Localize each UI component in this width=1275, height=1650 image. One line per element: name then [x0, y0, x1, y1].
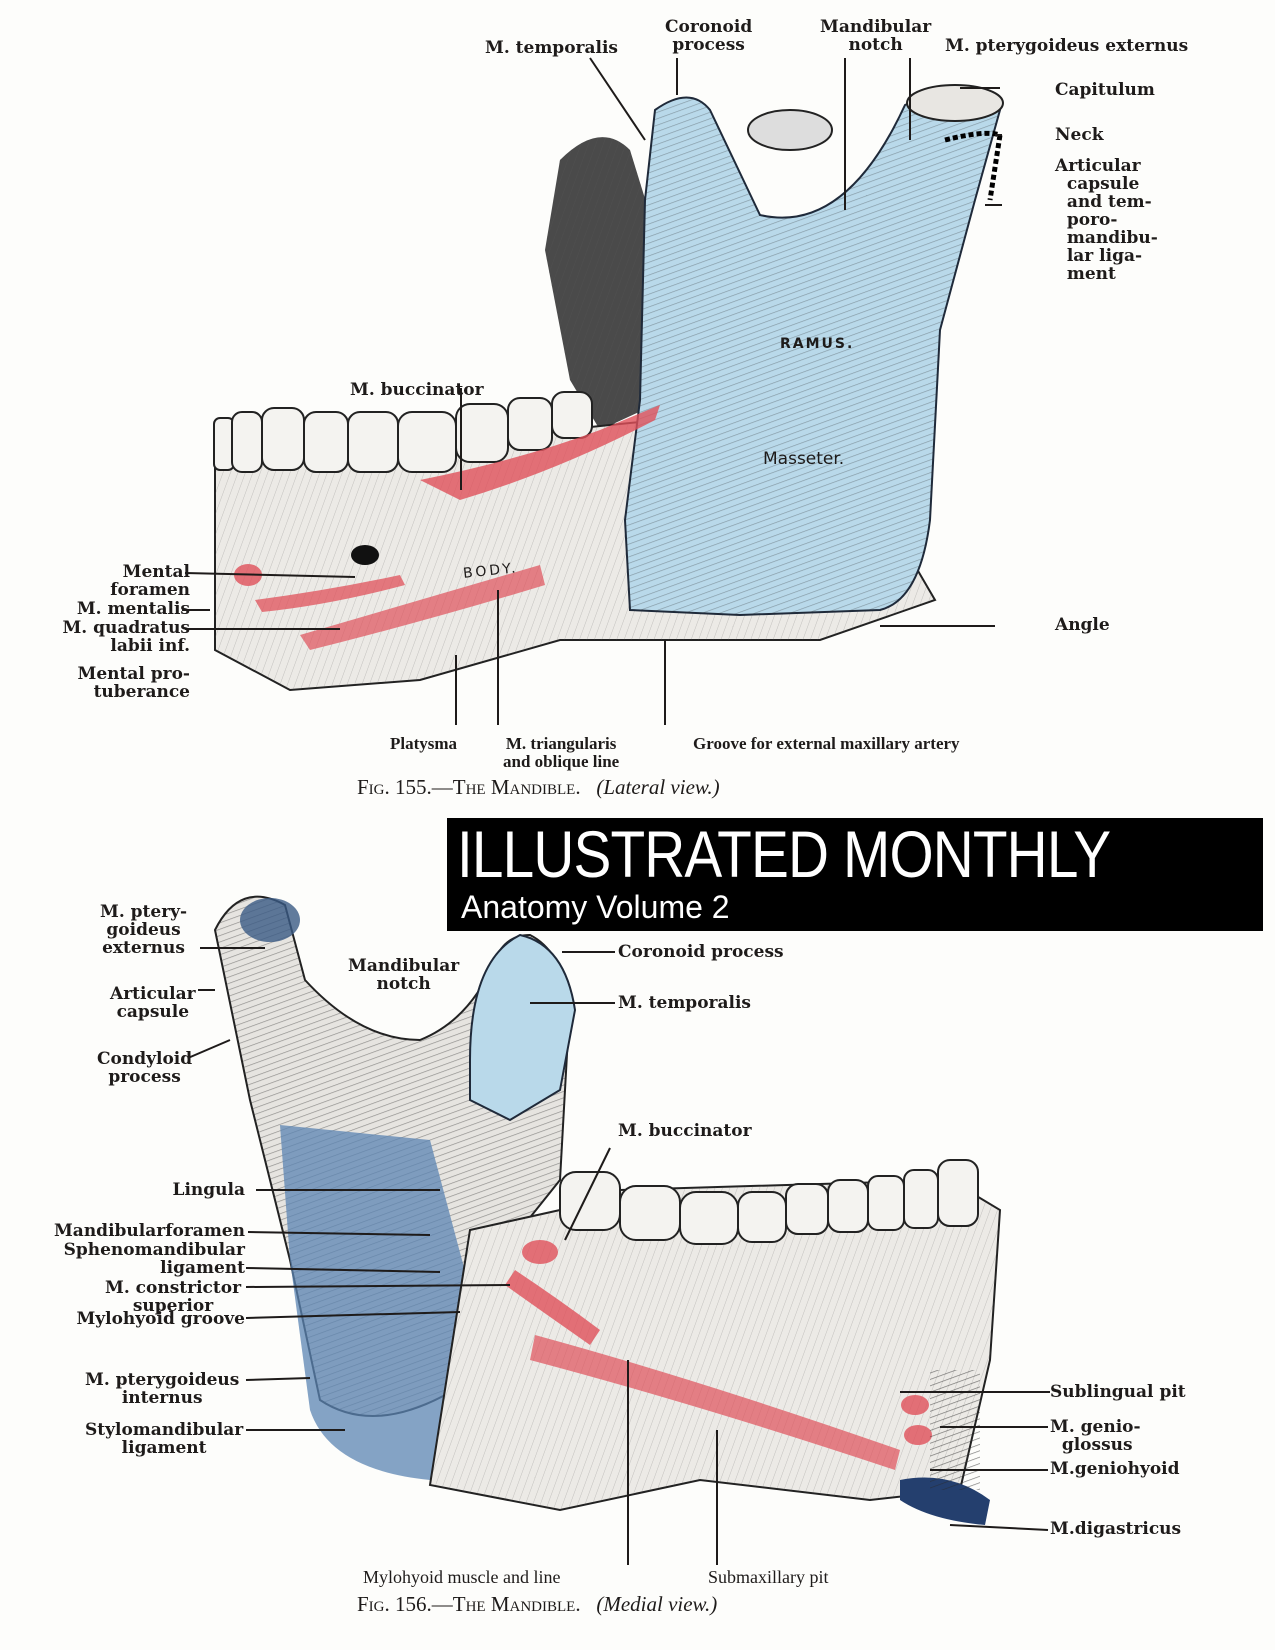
label-m-mentalis: M. mentalis — [76, 599, 190, 619]
fig155-caption-view: (Lateral view.) — [596, 775, 720, 799]
label-articular-capsule-medial: Articular capsule — [110, 984, 196, 1022]
label-m-buccinator-medial: M. buccinator — [618, 1121, 752, 1141]
label-m-buccinator: M. buccinator — [350, 380, 484, 400]
fig156-caption-title: —The Mandible. — [431, 1592, 581, 1616]
label-m-genioglossus: M. genio- glossus — [1050, 1417, 1141, 1455]
label-m-quadratus-labii-inf: M. quadratus labii inf. — [62, 618, 190, 656]
fig156-caption: Fig. 156.—The Mandible. (Medial view.) — [357, 1592, 717, 1617]
label-groove-external-maxillary-artery: Groove for external maxillary artery — [693, 734, 960, 753]
label-mandibular-notch-medial: Mandibular notch — [348, 956, 460, 994]
label-mylohyoid-muscle-line: Mylohyoid muscle and line — [363, 1567, 561, 1587]
label-articular-capsule-tmj: Articular capsule and tem- poro- mandibu… — [1055, 156, 1158, 284]
fig155-caption-title: —The Mandible. — [431, 775, 581, 799]
label-m-constrictor-superior: M. constrictor superior — [105, 1278, 242, 1316]
banner-title: ILLUSTRATED MONTHLY — [457, 817, 1111, 891]
fig156-caption-view: (Medial view.) — [596, 1592, 718, 1616]
label-lingula: Lingula — [172, 1180, 246, 1200]
label-coronoid-process-medial: Coronoid process — [618, 942, 784, 962]
label-m-pterygoideus-externus-medial: M. ptery- goideus externus — [100, 902, 188, 958]
label-m-pterygoideus-internus: M. pterygoideus internus — [85, 1370, 240, 1408]
label-coronoid-process: Coronoid process — [665, 17, 753, 55]
label-ramus: RAMUS. — [780, 336, 855, 352]
label-mental-protuberance: Mental pro- tuberance — [77, 664, 190, 702]
label-m-triangularis: M. triangularis and oblique line — [503, 734, 620, 771]
label-sublingual-pit: Sublingual pit — [1050, 1382, 1186, 1402]
label-capitulum: Capitulum — [1055, 80, 1155, 100]
label-mandibular-notch: Mandibular notch — [820, 17, 932, 55]
fig156-leader-lines — [187, 947, 1050, 1565]
label-sphenomandibular-ligament: Sphenomandibular ligament — [63, 1240, 245, 1278]
label-m-geniohyoid: M.geniohyoid — [1050, 1459, 1180, 1479]
label-condyloid-process: Condyloid process — [97, 1049, 193, 1087]
label-mandibular-foramen: Mandibularforamen — [53, 1221, 245, 1241]
label-m-temporalis-medial: M. temporalis — [618, 993, 751, 1013]
label-mental-foramen: Mental foramen — [110, 562, 190, 600]
label-stylomandibular-ligament: Stylomandibular ligament — [85, 1420, 244, 1458]
label-mylohyoid-groove: Mylohyoid groove — [76, 1309, 245, 1329]
label-masseter: Masseter. — [763, 449, 845, 469]
label-m-digastricus: M.digastricus — [1050, 1519, 1182, 1539]
banner-subtitle: Anatomy Volume 2 — [461, 889, 730, 925]
fig155-caption: Fig. 155.—The Mandible. (Lateral view.) — [357, 775, 720, 800]
fig155-mandible-lateral — [213, 84, 1004, 692]
label-submaxillary-pit: Submaxillary pit — [708, 1567, 829, 1587]
label-angle: Angle — [1055, 615, 1110, 635]
fig155-leader-lines — [182, 57, 1002, 725]
label-m-pterygoideus-externus: M. pterygoideus externus — [945, 36, 1189, 56]
fig155-caption-number: Fig. 155. — [357, 775, 432, 799]
label-neck: Neck — [1055, 125, 1104, 145]
fig156-caption-number: Fig. 156. — [357, 1592, 432, 1616]
label-m-temporalis: M. temporalis — [485, 38, 618, 58]
label-platysma: Platysma — [390, 734, 458, 753]
title-banner: ILLUSTRATED MONTHLY Anatomy Volume 2 — [447, 818, 1263, 931]
